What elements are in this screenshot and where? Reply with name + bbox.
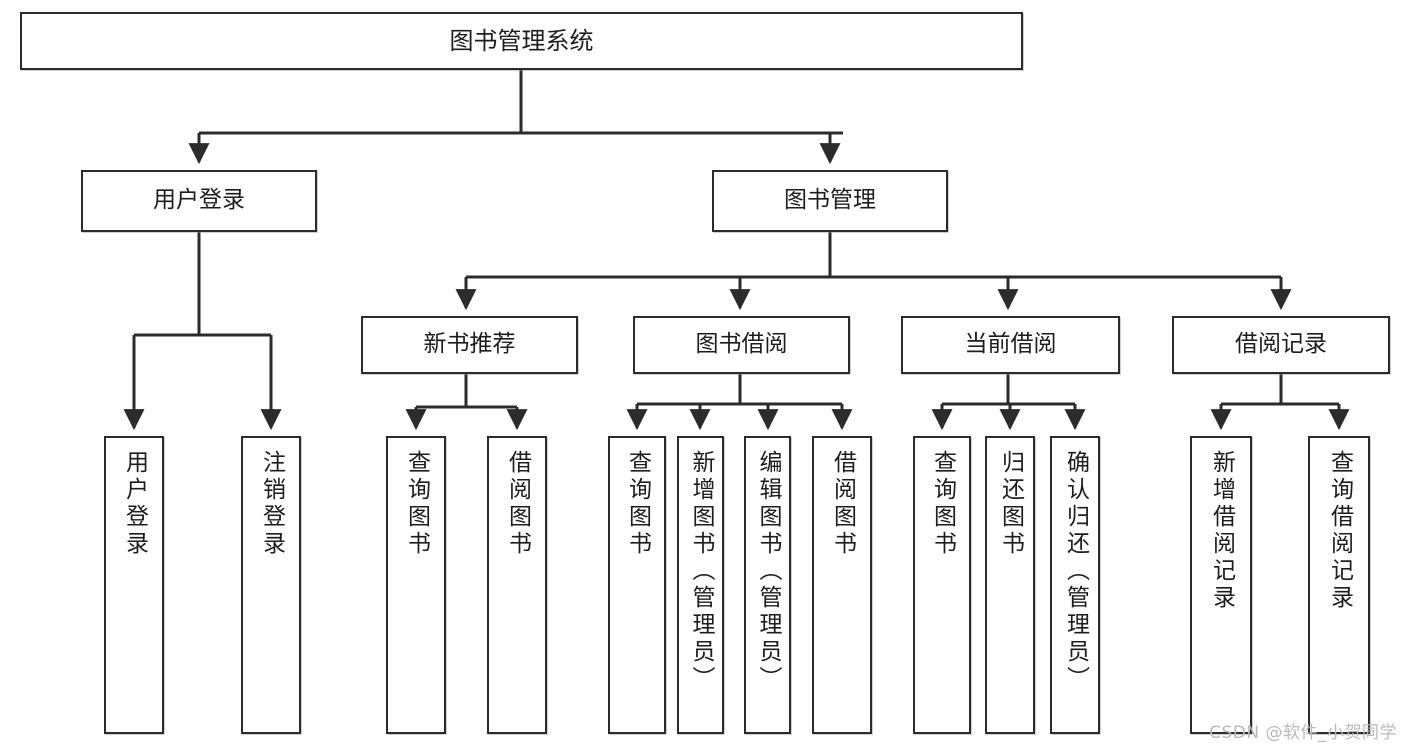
leaf-query-book-3[interactable]: 查询图书 bbox=[913, 436, 971, 734]
edge-group-root bbox=[188, 70, 843, 165]
node-root-label: 图书管理系统 bbox=[449, 26, 594, 55]
leaf-query-record-label: 查询借阅记录 bbox=[1326, 450, 1353, 612]
node-borrow-record[interactable]: 借阅记录 bbox=[1172, 316, 1390, 374]
node-borrow-record-label: 借阅记录 bbox=[1235, 331, 1327, 358]
node-book-borrow[interactable]: 图书借阅 bbox=[633, 316, 850, 374]
leaf-borrow-book-1[interactable]: 借阅图书 bbox=[487, 436, 547, 734]
leaf-edit-book-label: 编辑图书（管理员） bbox=[755, 450, 781, 693]
leaf-user-login-label: 用户登录 bbox=[121, 450, 148, 558]
edge-group-borrow-record bbox=[1210, 374, 1350, 431]
node-new-book-recommend[interactable]: 新书推荐 bbox=[361, 316, 578, 374]
leaf-user-login[interactable]: 用户登录 bbox=[104, 436, 164, 734]
node-current-borrow[interactable]: 当前借阅 bbox=[901, 316, 1120, 374]
edge-group-new-book-recommend bbox=[405, 374, 528, 431]
node-new-book-recommend-label: 新书推荐 bbox=[423, 331, 516, 358]
leaf-query-book-1[interactable]: 查询图书 bbox=[386, 436, 446, 734]
node-current-borrow-label: 当前借阅 bbox=[964, 331, 1057, 358]
leaf-confirm-return-label: 确认归还（管理员） bbox=[1062, 450, 1089, 693]
leaf-query-book-2[interactable]: 查询图书 bbox=[608, 436, 666, 734]
edge-group-book-borrow bbox=[626, 374, 853, 431]
edge-group-user-login bbox=[123, 232, 282, 431]
leaf-logout[interactable]: 注销登录 bbox=[241, 436, 301, 734]
leaf-add-record-label: 新增借阅记录 bbox=[1208, 450, 1235, 612]
leaf-logout-label: 注销登录 bbox=[258, 450, 285, 558]
node-book-manage[interactable]: 图书管理 bbox=[712, 170, 948, 232]
leaf-edit-book[interactable]: 编辑图书（管理员） bbox=[744, 436, 791, 734]
leaf-return-book[interactable]: 归还图书 bbox=[985, 436, 1035, 734]
leaf-borrow-book-2-label: 借阅图书 bbox=[829, 450, 856, 558]
edge-group-current-borrow bbox=[931, 374, 1086, 431]
node-user-login[interactable]: 用户登录 bbox=[81, 170, 317, 232]
leaf-query-book-1-label: 查询图书 bbox=[403, 450, 430, 558]
node-root[interactable]: 图书管理系统 bbox=[20, 12, 1023, 70]
leaf-query-record[interactable]: 查询借阅记录 bbox=[1308, 436, 1370, 734]
leaf-borrow-book-1-label: 借阅图书 bbox=[504, 450, 531, 558]
leaf-add-book[interactable]: 新增图书（管理员） bbox=[677, 436, 724, 734]
leaf-borrow-book-2[interactable]: 借阅图书 bbox=[812, 436, 872, 734]
leaf-confirm-return[interactable]: 确认归还（管理员） bbox=[1050, 436, 1100, 734]
node-book-manage-label: 图书管理 bbox=[784, 187, 876, 214]
leaf-query-book-3-label: 查询图书 bbox=[929, 450, 956, 558]
leaf-add-book-label: 新增图书（管理员） bbox=[688, 450, 714, 693]
leaf-query-book-2-label: 查询图书 bbox=[624, 450, 651, 558]
node-book-borrow-label: 图书借阅 bbox=[695, 331, 788, 358]
csdn-watermark: CSDN @软件_小贺同学 bbox=[1209, 723, 1397, 743]
edge-group-book-manage bbox=[455, 232, 1292, 311]
leaf-return-book-label: 归还图书 bbox=[997, 450, 1024, 558]
node-user-login-label: 用户登录 bbox=[153, 187, 245, 214]
leaf-add-record[interactable]: 新增借阅记录 bbox=[1190, 436, 1252, 734]
